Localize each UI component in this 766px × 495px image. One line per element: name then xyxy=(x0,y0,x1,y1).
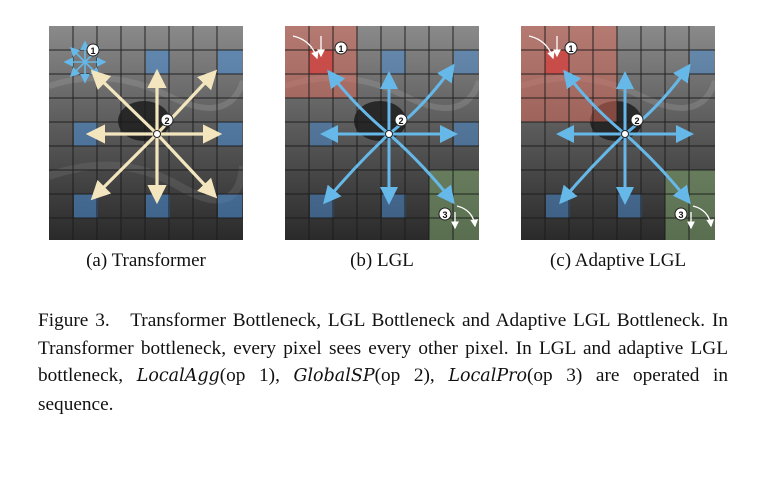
op3-name: LocalPro xyxy=(448,366,527,386)
attention-arrows xyxy=(85,68,223,205)
lgl-diagram: 1 2 3 xyxy=(285,26,479,240)
local-pro-arrows xyxy=(687,205,715,230)
adaptive-lgl-diagram: 1 2 3 xyxy=(521,26,715,240)
marker-3: 3 xyxy=(674,207,688,221)
subcaption-transformer: (a) Transformer xyxy=(86,250,206,271)
marker-2-label: 2 xyxy=(634,116,639,126)
marker-2: 2 xyxy=(394,113,408,127)
marker-1: 1 xyxy=(334,41,348,55)
local-agg-arrows xyxy=(292,35,325,60)
marker-2: 2 xyxy=(160,113,174,127)
marker-1-label: 1 xyxy=(568,44,573,54)
subcaption-adaptive-lgl: (c) Adaptive LGL xyxy=(549,250,687,271)
subcaption-lgl: (b) LGL xyxy=(350,250,414,271)
op2-arg: (op 2), xyxy=(374,365,435,386)
caption-sentence-3-end: are operated in sequence. xyxy=(38,365,728,415)
op1-name: LocalAgg xyxy=(136,366,220,386)
marker-3: 3 xyxy=(438,207,452,221)
marker-2-label: 2 xyxy=(398,116,403,126)
marker-1: 1 xyxy=(564,41,578,55)
figure-label: Figure 3. xyxy=(38,310,110,331)
local-agg-arrows xyxy=(528,35,561,60)
marker-2: 2 xyxy=(630,113,644,127)
op3-arg: (op 3) xyxy=(527,365,583,386)
marker-1: 1 xyxy=(86,43,100,57)
caption-sentence-1: Transformer Bottleneck, LGL Bottleneck a… xyxy=(130,310,706,331)
transformer-diagram: 1 2 xyxy=(49,26,243,240)
highlighted-tokens xyxy=(546,50,714,218)
marker-3-label: 3 xyxy=(442,210,447,220)
figure-caption: Figure 3. Transformer Bottleneck, LGL Bo… xyxy=(38,307,728,418)
marker-1-label: 1 xyxy=(338,44,343,54)
caption-sentence-2: In Transformer bottleneck, every pixel s… xyxy=(38,310,728,359)
marker-1-label: 1 xyxy=(90,46,95,56)
op2-name: GlobalSP xyxy=(293,366,375,386)
panel-lgl: 1 2 3 xyxy=(285,26,479,240)
local-pro-arrows xyxy=(451,205,479,230)
op1-arg: (op 1), xyxy=(219,365,280,386)
caption-sentence-3-start: In LGL and adaptive LGL bottleneck, xyxy=(38,337,728,387)
marker-2-label: 2 xyxy=(164,116,169,126)
panel-transformer: 1 2 xyxy=(49,26,243,240)
panel-adaptive-lgl: 1 2 3 xyxy=(521,26,715,240)
global-arrows xyxy=(320,63,458,205)
global-arrows xyxy=(556,63,694,205)
marker-3-label: 3 xyxy=(678,210,683,220)
